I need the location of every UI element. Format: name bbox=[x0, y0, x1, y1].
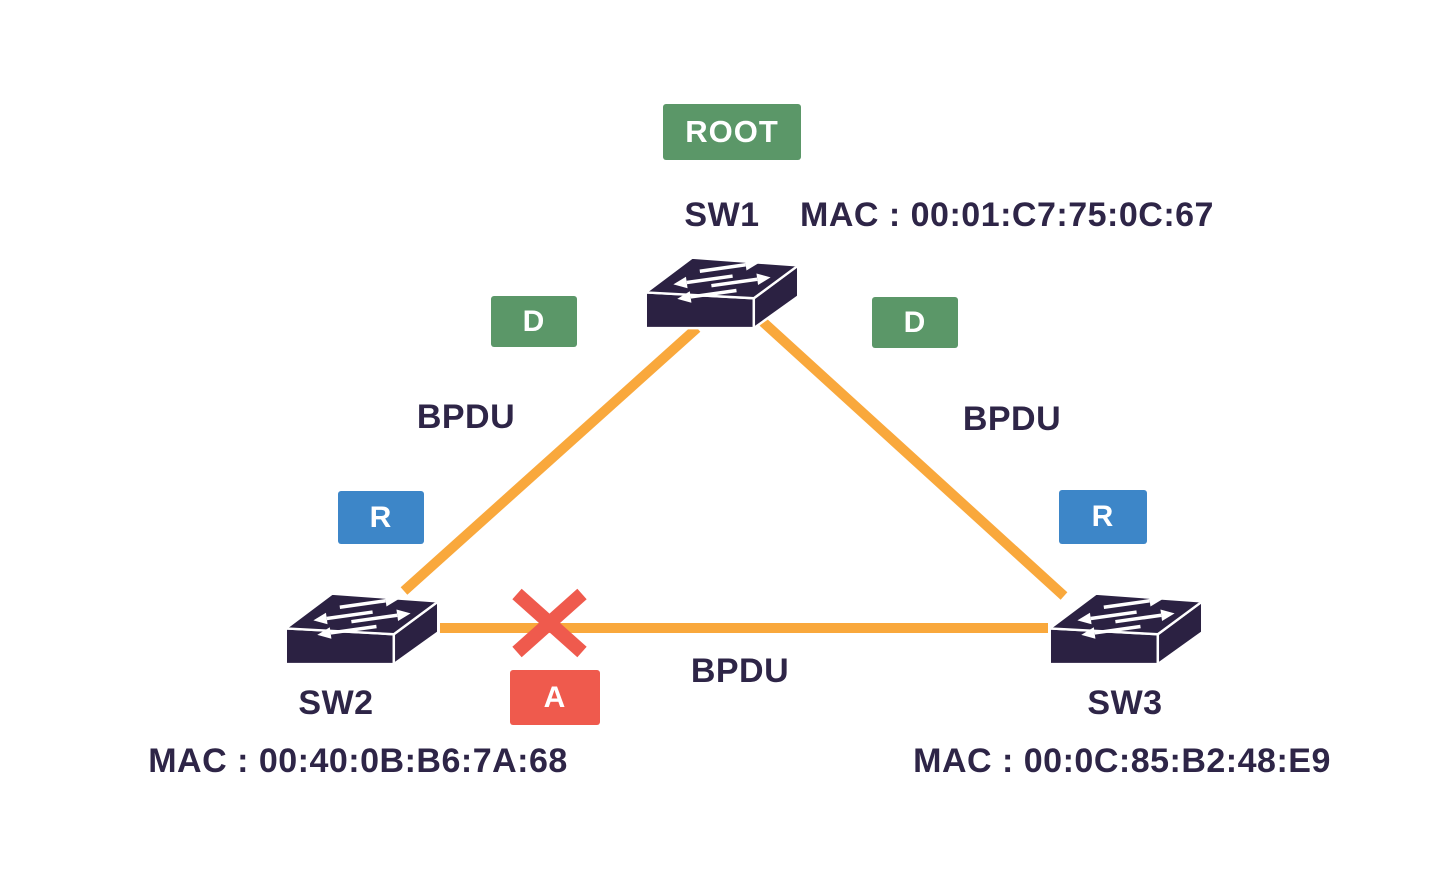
bpdu-label-sw1-sw3: BPDU bbox=[962, 400, 1062, 438]
bpdu-label-sw2-sw3: BPDU bbox=[690, 652, 790, 690]
switch-icon-sw2 bbox=[280, 586, 444, 668]
switch-icon-sw1 bbox=[640, 250, 804, 332]
mac-address-sw2: MAC : 00:40:0B:B6:7A:68 bbox=[148, 742, 568, 780]
bpdu-label-sw1-sw2: BPDU bbox=[416, 398, 516, 436]
mac-address-sw3: MAC : 00:0C:85:B2:48:E9 bbox=[913, 742, 1331, 780]
alternate-port-badge: A bbox=[510, 670, 600, 725]
mac-address-sw1: MAC : 00:01:C7:75:0C:67 bbox=[800, 196, 1214, 234]
designated-port-badge-left: D bbox=[491, 296, 577, 347]
blocked-x-icon bbox=[512, 588, 587, 658]
root-port-badge-sw3: R bbox=[1059, 490, 1147, 544]
switch-label-sw1: SW1 bbox=[684, 196, 760, 234]
switch-label-sw2: SW2 bbox=[298, 684, 374, 722]
root-bridge-badge: ROOT bbox=[663, 104, 801, 160]
link-sw1-sw3 bbox=[759, 318, 1068, 600]
designated-port-badge-right: D bbox=[872, 297, 958, 348]
link-sw1-sw2 bbox=[400, 324, 701, 595]
switch-label-sw3: SW3 bbox=[1087, 684, 1163, 722]
switch-icon-sw3 bbox=[1044, 586, 1208, 668]
root-port-badge-sw2: R bbox=[338, 491, 424, 544]
